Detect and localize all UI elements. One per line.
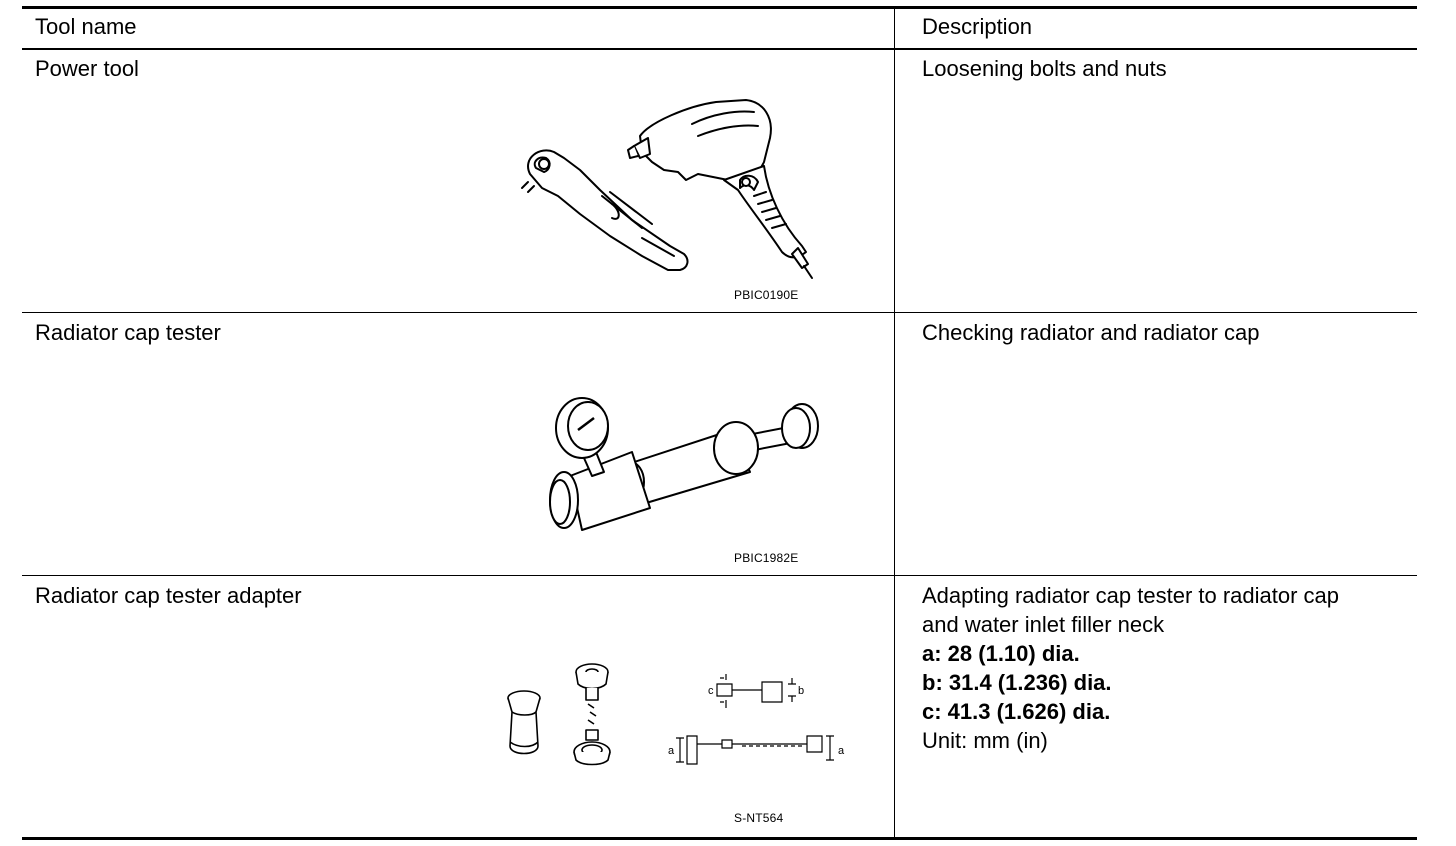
row-adapter-description-line-2: and water inlet filler neck xyxy=(922,612,1165,637)
dimension-label-c: c xyxy=(708,685,714,697)
spec-b: b: 31.4 (1.236) dia. xyxy=(922,670,1112,695)
dimension-label-b: b xyxy=(798,685,804,697)
header-rule xyxy=(22,48,1417,50)
row-radiator-cap-tester-adapter-name: Radiator cap tester adapter xyxy=(35,583,302,608)
dimension-label-a-right: a xyxy=(838,745,845,757)
dimension-label-a-left: a xyxy=(668,745,675,757)
unit-label: Unit: mm (in) xyxy=(922,728,1048,753)
table-bottom-rule xyxy=(22,837,1417,840)
power-tool-illustration xyxy=(521,99,813,279)
row-radiator-cap-tester-description: Checking radiator and radiator cap xyxy=(922,320,1260,345)
row-divider xyxy=(22,312,1417,313)
radiator-cap-tester-illustration xyxy=(549,397,819,531)
row-divider xyxy=(22,575,1417,576)
header-tool-name: Tool name xyxy=(35,14,137,39)
figure-code-pbic1982e: PBIC1982E xyxy=(734,551,799,565)
row-radiator-cap-tester-name: Radiator cap tester xyxy=(35,320,221,345)
row-adapter-description-line-1: Adapting radiator cap tester to radiator… xyxy=(922,583,1340,608)
spec-a: a: 28 (1.10) dia. xyxy=(922,641,1080,666)
row-power-tool-description: Loosening bolts and nuts xyxy=(922,56,1167,81)
radiator-cap-tester-adapter-illustration: c b a a xyxy=(507,663,845,766)
row-power-tool-name: Power tool xyxy=(35,56,139,81)
column-divider xyxy=(894,6,895,838)
header-description: Description xyxy=(922,14,1033,39)
spec-c: c: 41.3 (1.626) dia. xyxy=(922,699,1111,724)
figure-code-s-nt564: S-NT564 xyxy=(734,811,784,825)
table-top-rule xyxy=(22,6,1417,9)
figure-code-pbic0190e: PBIC0190E xyxy=(734,288,799,302)
tool-table: Tool name Description Power tool Looseni… xyxy=(22,6,1417,840)
